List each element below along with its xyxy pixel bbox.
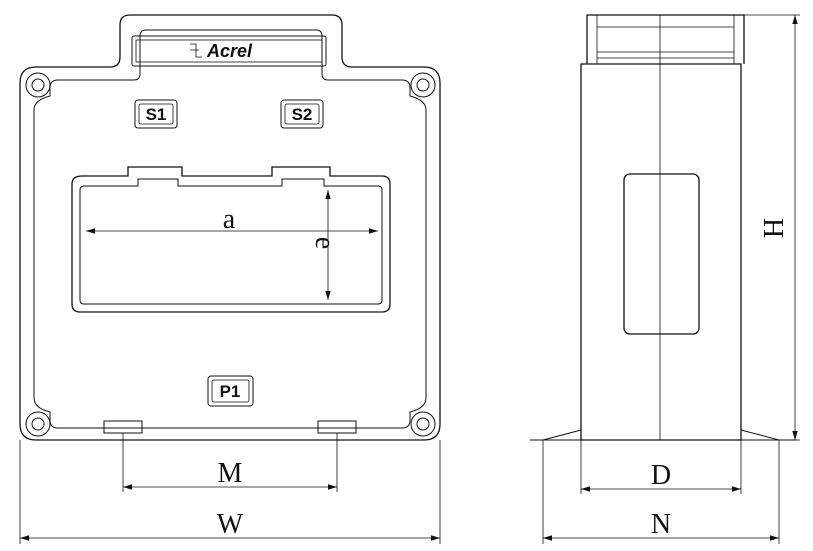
side-body (580, 63, 742, 441)
brand-label: Acrel (206, 41, 253, 61)
dim-label-a: a (223, 204, 236, 235)
mount-hole-top-right (410, 72, 436, 98)
mount-hole-bottom-left (25, 411, 51, 437)
terminal-s1-label: S1 (146, 105, 167, 124)
terminal-p1: P1 (207, 375, 254, 407)
dim-label-n: N (651, 509, 671, 540)
busbar-window (71, 166, 391, 313)
mount-hole-bottom-right (410, 411, 436, 437)
acrel-logo: Acrel (190, 41, 253, 61)
terminal-s2-label: S2 (292, 105, 313, 124)
dim-label-m: M (218, 458, 243, 489)
front-view: Acrel S1 S2 P1 (19, 14, 441, 544)
housing-outline (19, 14, 441, 441)
dim-label-h: H (759, 218, 790, 238)
side-view: H D N (530, 14, 800, 544)
mount-hole-top-left (25, 72, 51, 98)
side-top-tab (586, 14, 745, 64)
logo-plate (131, 35, 327, 67)
housing-inner-outline (33, 29, 427, 429)
terminal-s2: S2 (280, 99, 324, 129)
dim-label-e: e (309, 237, 340, 249)
side-window (623, 173, 700, 335)
base-slot-left (103, 420, 143, 434)
busbar-window-inner (79, 178, 383, 305)
terminal-s1: S1 (134, 99, 178, 129)
base-slot-right (317, 420, 357, 434)
dim-label-d: D (651, 460, 671, 491)
side-base-flange (542, 429, 780, 441)
dim-label-w: W (217, 509, 244, 540)
terminal-p1-label: P1 (220, 382, 241, 401)
logo-plate-inner (135, 39, 323, 63)
